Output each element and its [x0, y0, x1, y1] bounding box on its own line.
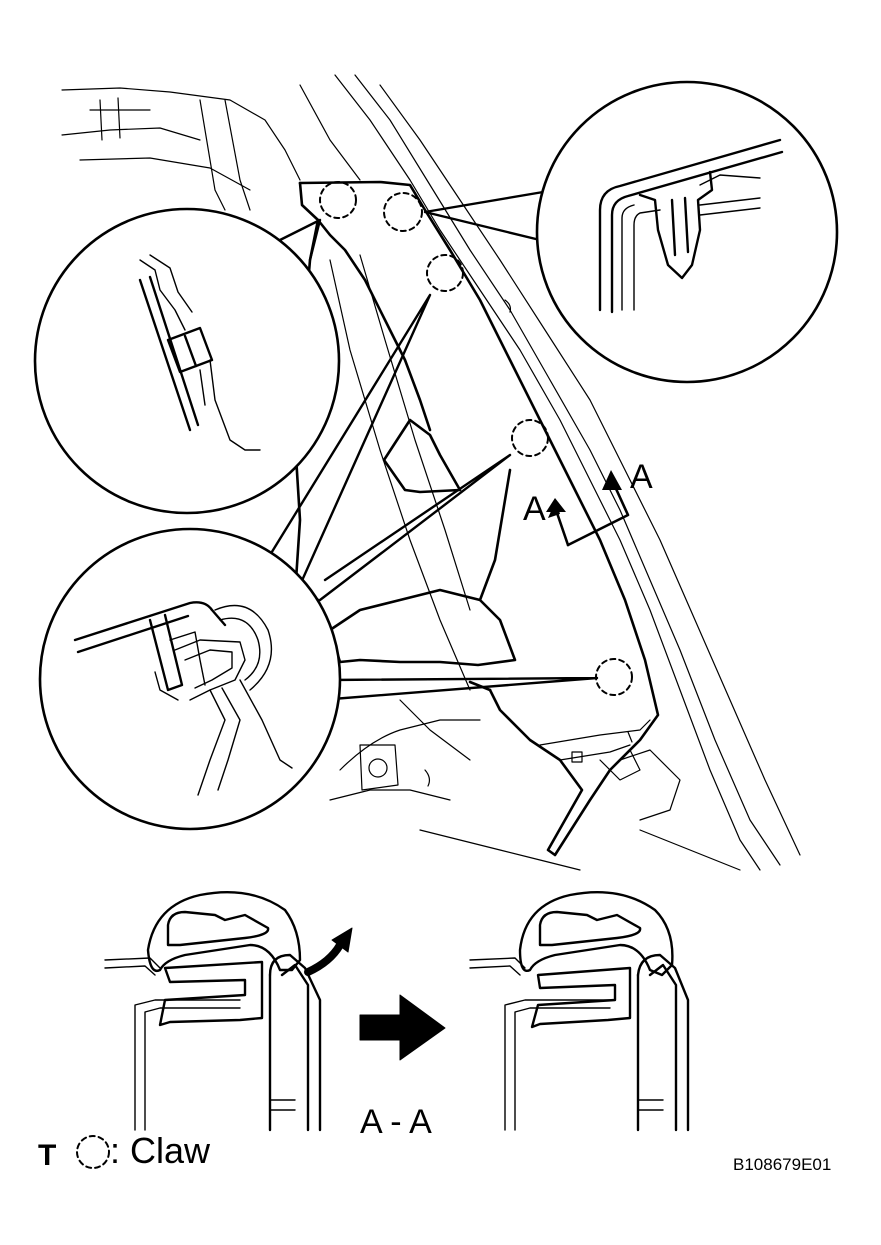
panel-inner-lines — [539, 719, 651, 781]
section-label-left: A — [523, 490, 546, 528]
detail-circle-top-right — [535, 80, 839, 384]
section-title: A - A — [360, 1103, 432, 1141]
pillar-trim-panel — [293, 180, 660, 857]
cross-section-after — [469, 890, 690, 1132]
vehicle-body-background — [61, 74, 801, 871]
detail-circle-lower-left — [38, 527, 342, 831]
claw-marker-3 — [426, 254, 464, 292]
claw-marker-1 — [319, 181, 357, 219]
claw-marker-2 — [383, 192, 423, 232]
callout-leaders — [268, 188, 599, 702]
claw-marker-4 — [511, 419, 549, 457]
section-marker — [554, 478, 630, 547]
detail-circle-upper-left — [33, 207, 341, 515]
figure-code: B108679E01 — [733, 1155, 831, 1174]
claw-marker-5 — [595, 658, 633, 696]
rotate-arrow-icon — [304, 927, 353, 976]
section-label-right: A — [630, 458, 653, 496]
legend-text: : Claw — [110, 1130, 211, 1171]
section-arrows — [546, 470, 622, 518]
transition-arrow-icon — [359, 994, 446, 1061]
dashed-circle-icon — [76, 1135, 110, 1169]
legend-prefix: T — [38, 1139, 56, 1172]
cross-section-before — [104, 890, 322, 1132]
